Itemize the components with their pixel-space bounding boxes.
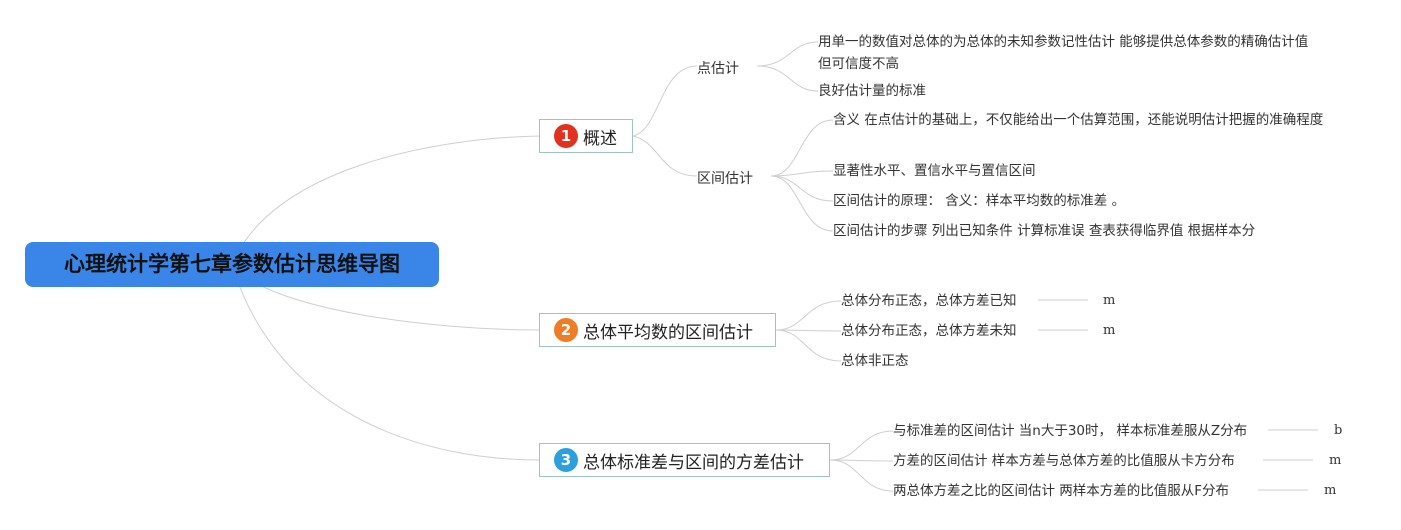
leaf-normal-known-variance[interactable]: 总体分布正态，总体方差已知	[841, 293, 1017, 309]
branch-label: 概述	[583, 128, 617, 149]
leaf-sd-interval[interactable]: 与标准差的区间估计 当n大于30时， 样本标准差服从Z分布	[893, 423, 1248, 439]
leaf-interval-steps[interactable]: 区间估计的步骤 列出已知条件 计算标准误 查表获得临界值 根据样本分	[833, 223, 1256, 239]
leaf-tail: m	[1324, 483, 1337, 498]
number-badge-3: 3	[554, 448, 578, 472]
branch-label: 总体平均数的区间估计	[583, 322, 753, 343]
subtopic-interval-estimate[interactable]: 区间估计	[697, 171, 753, 187]
branch-overview[interactable]: 1 概述	[539, 119, 633, 153]
leaf-tail: m	[1329, 453, 1342, 468]
leaf-point-estimate-definition[interactable]: 用单一的数值对总体的为总体的未知参数记性估计 能够提供总体参数的精确估计值 但可…	[818, 34, 1309, 72]
number-badge-1: 1	[554, 124, 578, 148]
root-topic[interactable]: 心理统计学第七章参数估计思维导图	[25, 242, 439, 287]
branch-mean-interval[interactable]: 2 总体平均数的区间估计	[539, 313, 776, 347]
leaf-variance-ratio-interval[interactable]: 两总体方差之比的区间估计 两样本方差的比值服从F分布	[893, 483, 1230, 499]
subtopic-point-estimate[interactable]: 点估计	[697, 61, 739, 77]
number-badge-2: 2	[554, 318, 578, 342]
branch-sd-variance-estimation[interactable]: 3 总体标准差与区间的方差估计	[539, 443, 830, 477]
leaf-interval-principle[interactable]: 区间估计的原理： 含义：样本平均数的标准差 。	[833, 193, 1126, 209]
leaf-tail: b	[1334, 423, 1343, 438]
leaf-interval-meaning[interactable]: 含义 在点估计的基础上，不仅能给出一个估算范围，还能说明估计把握的准确程度	[833, 112, 1324, 128]
leaf-non-normal[interactable]: 总体非正态	[841, 353, 909, 369]
leaf-tail: m	[1103, 323, 1116, 338]
leaf-significance-confidence[interactable]: 显著性水平、置信水平与置信区间	[833, 163, 1036, 179]
branch-label: 总体标准差与区间的方差估计	[583, 452, 804, 473]
leaf-good-estimator-criteria[interactable]: 良好估计量的标准	[818, 83, 926, 99]
leaf-tail: m	[1103, 293, 1116, 308]
leaf-variance-interval[interactable]: 方差的区间估计 样本方差与总体方差的比值服从卡方分布	[893, 453, 1235, 469]
leaf-normal-unknown-variance[interactable]: 总体分布正态，总体方差未知	[841, 323, 1017, 339]
